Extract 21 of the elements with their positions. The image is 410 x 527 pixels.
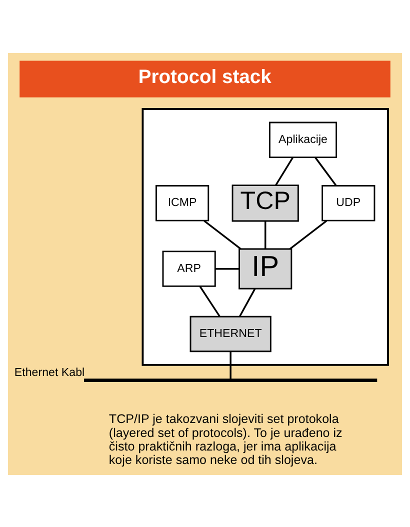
cluster bbox=[142, 108, 389, 366]
diagram-title: Protocol stack bbox=[138, 66, 272, 88]
connector bbox=[215, 267, 240, 270]
node-box: ICMP bbox=[156, 184, 210, 221]
connector bbox=[275, 156, 294, 186]
connector bbox=[314, 156, 337, 186]
node-box: TCP bbox=[232, 184, 299, 222]
node-box: IP bbox=[238, 248, 292, 289]
connector bbox=[239, 288, 256, 316]
connector bbox=[230, 351, 232, 379]
connector bbox=[289, 220, 328, 250]
node-label: Ethernet Kabl bbox=[14, 366, 85, 379]
node-box: Aplikacije bbox=[268, 121, 338, 158]
caption: TCP/IP je takozvani slojeviti set protokola (layered set of protocols). To je urađeno iz čisto praktičnih razloga, jer ima aplikacija koje koriste samo neke od tih slojeva. bbox=[108, 412, 342, 466]
node-box: ETHERNET bbox=[190, 315, 272, 352]
connector bbox=[204, 220, 242, 250]
node-box: ARP bbox=[162, 250, 216, 286]
connector bbox=[199, 285, 220, 316]
connector bbox=[264, 220, 266, 248]
node-bar bbox=[84, 378, 378, 382]
node-box: UDP bbox=[322, 184, 376, 221]
